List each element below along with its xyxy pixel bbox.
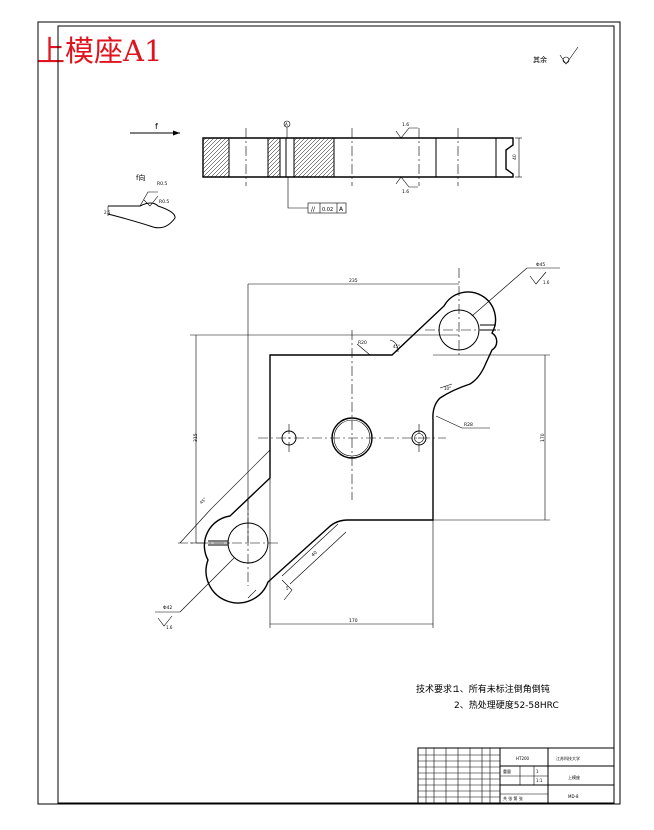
roughness-bottom: 1.6 (402, 189, 409, 195)
dim-angle-10: 10° (444, 386, 451, 391)
tb-school: 江苏科技大学 (556, 755, 580, 761)
roughness-1: 1.6 (543, 280, 550, 285)
roughness-note: 其余 (533, 55, 547, 64)
dim-angle-45: 45° (199, 496, 208, 505)
tech-heading: 技术要求： (416, 683, 461, 695)
dim-r20: R20 (358, 340, 367, 346)
tech-item-1: 1、所有未标注倒角倒钝 (454, 683, 550, 695)
tb-sheet: 共 张 第 张 (503, 795, 523, 801)
depth-dim: 2.5 (104, 210, 111, 215)
inner-frame (57, 25, 615, 804)
tolerance-symbol: // (311, 206, 316, 213)
chamfer-bottom: R0.5 (159, 199, 169, 205)
tb-drawing-no: MD-8 (568, 794, 579, 799)
title-block: HT200 江苏科技大学 上模座 重量 1 1:1 共 张 第 张 MD-8 (417, 747, 615, 804)
roughness-icon-2 (157, 615, 173, 627)
plan-view: 235 315 170 170 Φ45 1.6 Φ42 1.6 R20 45 (155, 262, 560, 630)
section-label: f (155, 122, 158, 131)
roughness-2: 1.6 (166, 625, 173, 630)
dim-right-height: 170 (540, 433, 546, 442)
tb-material: HT200 (516, 756, 530, 761)
outer-frame (37, 21, 621, 805)
thickness-dim: 40 (512, 154, 518, 160)
roughness-bottom-icon (395, 176, 418, 188)
tb-scale: 1 (536, 769, 539, 774)
dim-diameter-bottom: Φ42 (163, 605, 172, 611)
tb-part: 上模座 (568, 774, 580, 780)
tolerance-value: 0.02 (322, 207, 333, 213)
datum-label: A (285, 122, 288, 127)
side-view: A // 0.02 A 1.6 1.6 40 (202, 120, 522, 214)
roughness-icon (529, 271, 547, 285)
dim-small: 5 (286, 586, 289, 591)
tolerance-datum: A (339, 206, 344, 213)
tb-weight: 重量 (503, 768, 511, 774)
dim-slot: 40 (310, 550, 318, 558)
roughness-top-icon (395, 127, 418, 139)
dim-left-height: 315 (193, 433, 199, 442)
chamfer-top: R0.5 (157, 181, 167, 187)
detail-view: f向 R0.5 R0.5 2.5 (104, 173, 176, 229)
dim-r28: R28 (464, 422, 473, 428)
dim-bottom-width: 170 (349, 618, 358, 624)
tech-item-2: 2、热处理硬度52-58HRC (454, 699, 559, 711)
view-label: f向 (136, 173, 145, 182)
roughness-symbol-icon (559, 46, 579, 65)
dim-diameter-top: Φ45 (536, 262, 545, 268)
tolerance-frame (307, 202, 347, 214)
dim-angle-top: 45° (393, 344, 400, 349)
dim-top-width: 235 (349, 278, 358, 284)
drawing-title: 上模座A1 (36, 34, 163, 68)
tb-ratio: 1:1 (536, 778, 543, 783)
roughness-top: 1.6 (402, 122, 409, 128)
arrow-head-icon (173, 130, 180, 136)
